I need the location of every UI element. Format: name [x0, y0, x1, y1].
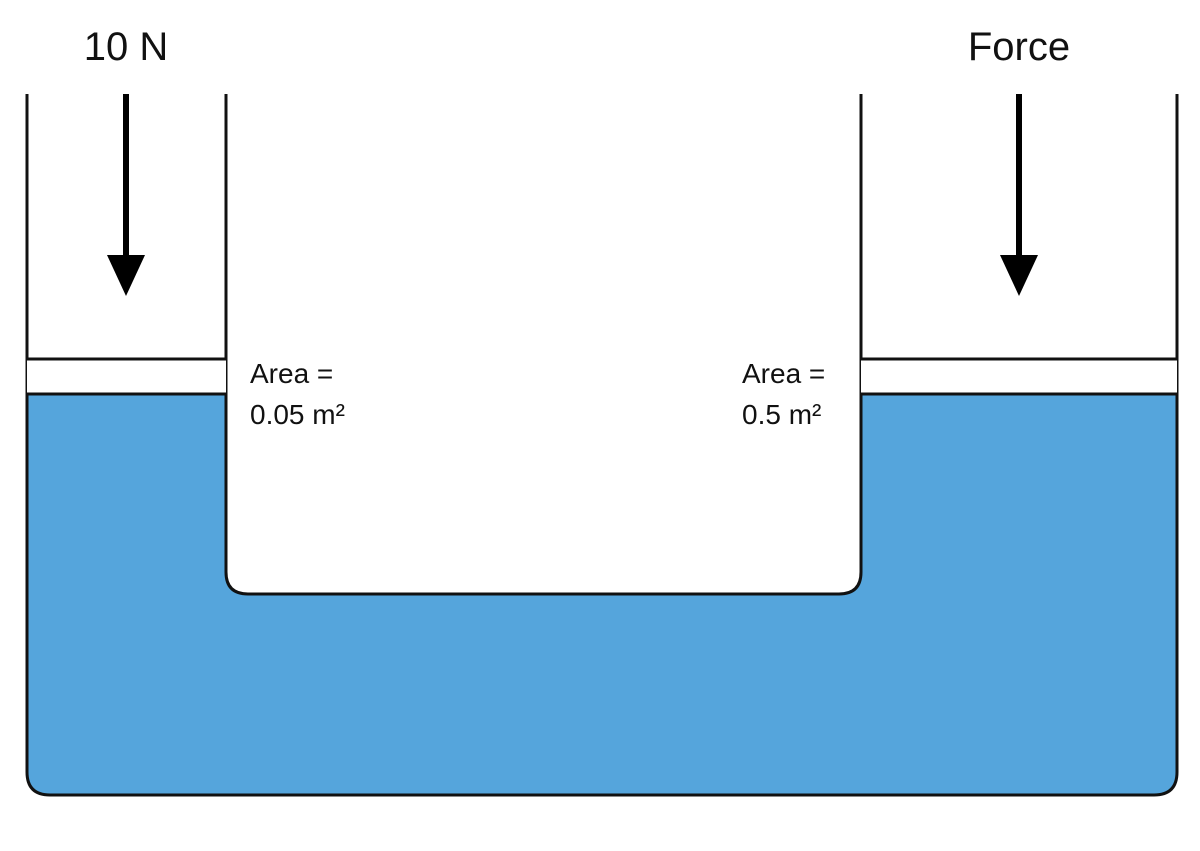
left-force-label: 10 N: [84, 25, 169, 69]
container-outer-wall: [25, 94, 1179, 797]
left-area-label-line2: 0.05 m²: [250, 399, 345, 430]
left-piston: [27, 359, 226, 394]
right-force-arrow-icon: [1000, 94, 1038, 296]
right-area-label-line1: Area =: [742, 358, 825, 389]
container-inner-wall: [224, 94, 863, 596]
right-area-label-line2: 0.5 m²: [742, 399, 821, 430]
right-force-label: Force: [968, 25, 1070, 69]
left-area-label-line1: Area =: [250, 358, 333, 389]
right-piston: [861, 359, 1177, 394]
left-force-arrow-icon: [107, 94, 145, 296]
